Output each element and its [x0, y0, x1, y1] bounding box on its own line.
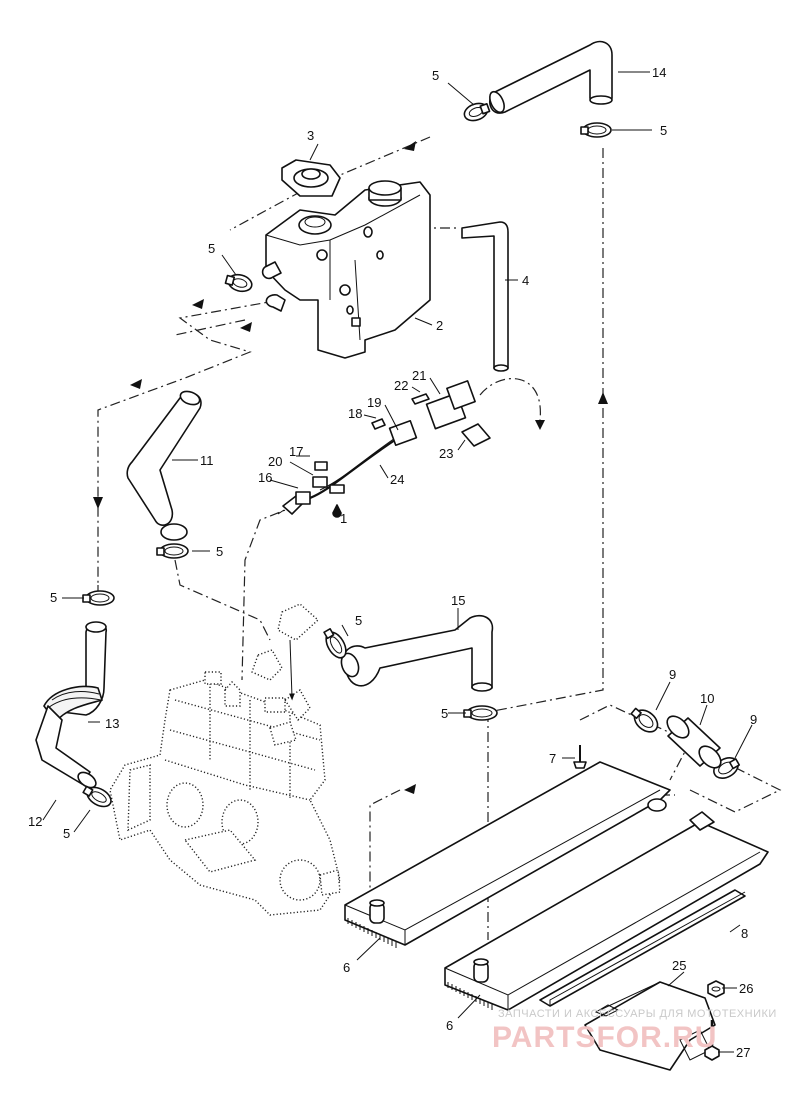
callout-7: 7: [549, 751, 556, 766]
clamp-5-f: [323, 627, 347, 659]
callout-5: 5: [208, 241, 215, 256]
callout-6: 6: [343, 960, 350, 975]
callout-10: 10: [700, 691, 714, 706]
hose-12: [35, 705, 97, 789]
coupler-hose-10: [666, 715, 722, 769]
callout-24: 24: [390, 472, 404, 487]
callout-13: 13: [105, 716, 119, 731]
watermark: ЗАПЧАСТИ И АКСЕССУАРЫ ДЛЯ МОТОТЕХНИКИ PA…: [492, 1008, 777, 1054]
callout-5: 5: [355, 613, 362, 628]
hose-clamps: [82, 102, 741, 808]
clamp-5-g: [463, 705, 498, 721]
screw-7: [573, 745, 587, 769]
hose-15: [340, 614, 494, 692]
clamp-5-d: [156, 543, 189, 559]
callout-6: 6: [446, 1018, 453, 1033]
callout-5: 5: [50, 590, 57, 605]
callout-11: 11: [200, 453, 214, 468]
watermark-logo: PARTSFOR.RU: [492, 1021, 717, 1054]
hose-13: [43, 621, 108, 724]
clamp-5-h: [82, 785, 112, 808]
wire-harness: [309, 380, 491, 518]
leader-lines: [42, 71, 753, 1053]
callout-21: 21: [412, 368, 426, 383]
callout-14: 14: [652, 65, 666, 80]
callout-12: 12: [28, 814, 42, 829]
callout-17: 17: [289, 444, 303, 459]
temperature-sensor: [277, 491, 311, 515]
callout-25: 25: [672, 958, 686, 973]
callout-16: 16: [258, 470, 272, 485]
bolt-27: [704, 1020, 720, 1061]
callout-9: 9: [750, 712, 757, 727]
callout-23: 23: [439, 446, 453, 461]
callout-2: 2: [436, 318, 443, 333]
nut-26: [707, 980, 725, 998]
rail-8: [539, 889, 746, 1007]
clamp-5-b: [580, 122, 612, 138]
callout-19: 19: [367, 395, 381, 410]
callout-20: 20: [268, 454, 282, 469]
callout-1: 1: [340, 511, 347, 526]
heat-exchanger-lower: [444, 811, 769, 1011]
callout-3: 3: [307, 128, 314, 143]
callout-5: 5: [216, 544, 223, 559]
callout-8: 8: [741, 926, 748, 941]
callout-4: 4: [522, 273, 529, 288]
watermark-tagline: ЗАПЧАСТИ И АКСЕССУАРЫ ДЛЯ МОТОТЕХНИКИ: [498, 1008, 777, 1020]
callout-26: 26: [739, 981, 753, 996]
clamp-9-a: [630, 707, 659, 733]
hose-14: [489, 40, 613, 114]
callout-5: 5: [660, 123, 667, 138]
heat-exchanger-upper: [344, 761, 671, 948]
callout-9: 9: [669, 667, 676, 682]
engine-block: [109, 603, 341, 916]
clamp-5-c: [224, 273, 253, 293]
callout-22: 22: [394, 378, 408, 393]
overflow-hose-4: [461, 221, 509, 372]
bracket-25: [584, 981, 716, 1071]
coolant-reservoir: [261, 180, 431, 359]
callout-5: 5: [63, 826, 70, 841]
callout-27: 27: [736, 1045, 750, 1060]
clamp-5-a: [463, 102, 491, 122]
reservoir-cap: [281, 159, 341, 197]
clamp-5-e: [82, 590, 115, 606]
callout-15: 15: [451, 593, 465, 608]
callout-labels: 5 14 5 3 5 4 2 21 22 19 18 23 11 17 20 2…: [28, 65, 757, 1060]
callout-5: 5: [441, 706, 448, 721]
callout-5: 5: [432, 68, 439, 83]
callout-18: 18: [348, 406, 362, 421]
hose-11: [126, 390, 202, 541]
